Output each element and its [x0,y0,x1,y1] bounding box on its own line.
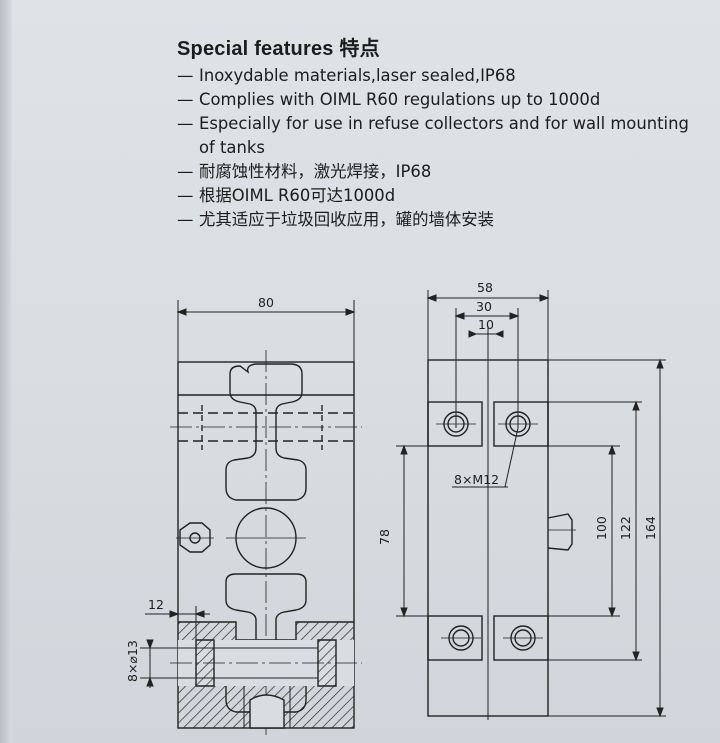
feature-item: — 根据OIML R60可达1000d [177,184,697,208]
mount-block [493,615,549,661]
feature-list: —Inoxydable materials,laser sealed,IP68 … [177,64,697,232]
feature-item: — 尤其适应于垃圾回收应用，罐的墙体安装 [177,208,697,232]
dash-marker: — [177,66,194,85]
mount-block [493,401,549,447]
dimension-100 [548,444,620,618]
feature-text: Especially for use in refuse collectors … [199,114,689,157]
dimension-label-80: 80 [258,295,274,310]
feature-text: 耐腐蚀性材料，激光焊接，IP68 [199,162,432,181]
feature-text: Inoxydable materials,laser sealed,IP68 [199,66,516,85]
cable-gland [547,513,573,551]
dimension-label-12: 12 [148,597,164,612]
dimension-label-10: 10 [478,317,494,332]
section-title: Special features 特点 [177,38,380,60]
mount-block [427,401,483,447]
hatched-section [170,621,362,729]
dimension-label-164: 164 [643,516,658,540]
mount-block [427,615,483,661]
dimension-12 [145,606,210,640]
dimension-label-hole: 8×⌀13 [125,640,140,682]
feature-item: — Inoxydable materials,laser sealed,IP68 [177,64,697,88]
dimension-label-30: 30 [476,299,492,314]
dimension-hole [140,639,214,688]
feature-text: Complies with OIML R60 regulations up to… [199,90,601,109]
feature-item: — Complies with OIML R60 regulations up t… [177,88,697,112]
thread-label: 8×M12 [454,472,499,487]
feature-item: — 耐腐蚀性材料，激光焊接，IP68 [177,160,697,184]
body-outline-right [427,359,549,717]
left-view: 80 [125,295,362,735]
dimension-30 [454,308,520,428]
dash-marker: — [177,162,194,181]
dash-marker: — [177,90,194,109]
dash-marker: — [177,186,194,205]
right-view: 58 30 10 [377,280,666,720]
dimension-label-122: 122 [618,516,633,540]
feature-item: — Especially for use in refuse collectors… [177,112,697,160]
dimension-label-78: 78 [377,529,392,545]
feature-text: 尤其适应于垃圾回收应用，罐的墙体安装 [199,210,495,229]
dash-marker: — [177,210,194,229]
hex-nut-icon [179,522,211,553]
dimension-122 [548,400,642,662]
dimension-78 [396,444,428,618]
feature-text: 根据OIML R60可达1000d [199,186,396,205]
dimension-58 [426,290,550,360]
page-edge [0,0,12,743]
dash-marker: — [177,114,194,133]
dimension-10 [468,326,504,720]
flexure-slot [225,363,307,501]
dimension-label-58: 58 [477,280,493,295]
dimension-80 [176,300,356,362]
dimension-164 [548,358,666,718]
dimension-label-100: 100 [594,516,609,540]
